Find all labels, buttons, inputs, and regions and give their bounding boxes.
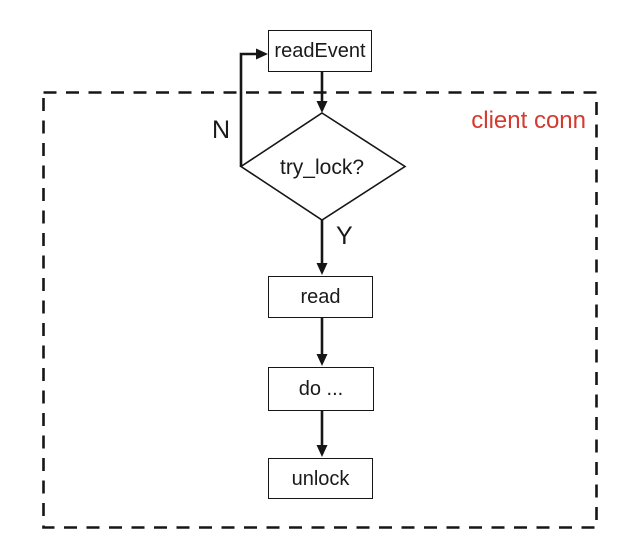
arrowhead-into-readevent: [256, 48, 268, 60]
arrowhead-into-unlock: [316, 445, 328, 457]
edge-trylock-to-readevent: [239, 52, 258, 167]
branch-label-no: N: [212, 116, 231, 144]
node-unlock: unlock: [268, 458, 373, 499]
node-do: do ...: [268, 367, 374, 411]
node-read-label: read: [300, 286, 341, 308]
node-readevent-label: readEvent: [274, 40, 366, 62]
arrowhead-into-trylock: [316, 101, 328, 113]
node-read: read: [268, 276, 373, 318]
node-trylock-label: try_lock?: [279, 155, 365, 179]
region-label: client conn: [471, 107, 586, 134]
node-trylock-label-wrap: try_lock?: [242, 153, 402, 181]
node-unlock-label: unlock: [291, 467, 350, 490]
node-readevent: readEvent: [268, 30, 372, 72]
branch-label-yes: Y: [336, 222, 353, 250]
arrowhead-into-read: [316, 263, 328, 275]
client-conn-boundary: [42, 91, 598, 529]
node-do-label: do ...: [298, 378, 344, 400]
arrowhead-into-do: [316, 354, 328, 366]
